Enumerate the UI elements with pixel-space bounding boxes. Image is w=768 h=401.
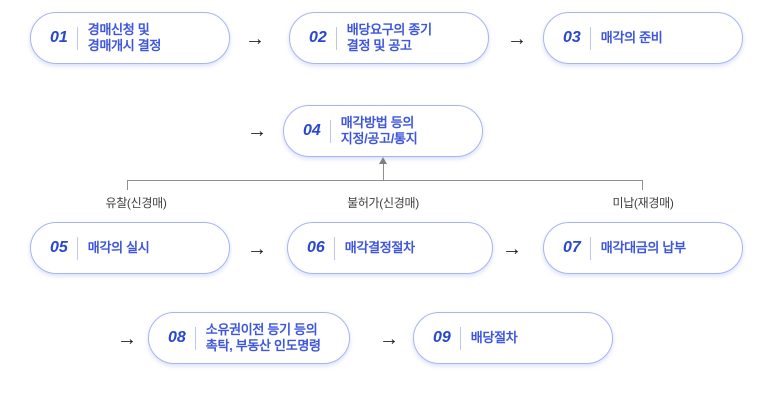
- step-label-line: 경매신청 및: [87, 22, 150, 37]
- step-number: 06: [307, 239, 325, 256]
- right-arrow-icon: →: [379, 328, 399, 350]
- step-box-08: 08 소유권이전 등기 등의 촉탁, 부동산 인도명령: [148, 312, 350, 364]
- step-label: 매각방법 등의 지정/공고/통지: [341, 115, 418, 147]
- separator-bar: [333, 236, 335, 260]
- step-label: 매각의 실시: [88, 240, 150, 256]
- step-number: 05: [50, 239, 68, 256]
- right-arrow-icon: →: [502, 238, 522, 260]
- step-label-line: 배당요구의 종기: [346, 22, 432, 37]
- separator-bar: [589, 26, 591, 50]
- branch-label-failed-bid: 유찰(신경매): [105, 196, 167, 210]
- right-arrow-icon: →: [247, 120, 267, 142]
- bracket-left-tick: [127, 180, 128, 190]
- separator-bar: [76, 26, 78, 50]
- bracket-right-tick: [642, 180, 643, 190]
- step-label-line: 소유권이전 등기 등의: [205, 322, 318, 337]
- separator-bar: [76, 236, 78, 260]
- step-label-line: 경매개시 결정: [87, 38, 162, 53]
- step-box-02: 02 배당요구의 종기 결정 및 공고: [289, 12, 489, 64]
- up-arrow-line: [383, 163, 384, 181]
- step-label-line: 매각대금의 납부: [600, 240, 686, 255]
- step-label-line: 지정/공고/통지: [340, 131, 418, 146]
- step-label-line: 매각결정절차: [344, 240, 415, 255]
- separator-bar: [194, 326, 196, 350]
- right-arrow-icon: →: [507, 28, 527, 50]
- step-box-09: 09 배당절차: [413, 312, 613, 364]
- bracket-horizontal-line: [127, 180, 643, 181]
- step-number: 01: [50, 29, 68, 46]
- step-number: 04: [303, 122, 321, 139]
- step-number: 03: [563, 29, 581, 46]
- step-label: 배당절차: [471, 330, 518, 346]
- separator-bar: [329, 119, 331, 143]
- step-label: 매각결정절차: [345, 240, 415, 256]
- separator-bar: [335, 26, 337, 50]
- step-label: 매각대금의 납부: [601, 240, 686, 256]
- right-arrow-icon: →: [247, 238, 267, 260]
- step-number: 07: [563, 239, 581, 256]
- step-label: 배당요구의 종기 결정 및 공고: [347, 22, 432, 54]
- step-label-line: 촉탁, 부동산 인도명령: [205, 338, 321, 353]
- step-box-07: 07 매각대금의 납부: [543, 222, 743, 274]
- step-label-line: 결정 및 공고: [346, 38, 412, 53]
- branch-label-nonpayment: 미납(재경매): [612, 196, 674, 210]
- step-box-01: 01 경매신청 및 경매개시 결정: [30, 12, 230, 64]
- right-arrow-icon: →: [117, 328, 137, 350]
- separator-bar: [459, 326, 461, 350]
- step-label-line: 매각방법 등의: [340, 115, 415, 130]
- step-box-06: 06 매각결정절차: [287, 222, 493, 274]
- branch-label-disapproval: 불허가(신경매): [347, 196, 419, 210]
- step-number: 02: [309, 29, 327, 46]
- right-arrow-icon: →: [245, 28, 265, 50]
- step-label-line: 매각의 실시: [87, 240, 150, 255]
- step-label-line: 배당절차: [470, 330, 518, 345]
- step-box-04: 04 매각방법 등의 지정/공고/통지: [283, 105, 483, 157]
- step-number: 09: [433, 329, 451, 346]
- separator-bar: [589, 236, 591, 260]
- step-box-05: 05 매각의 실시: [30, 222, 230, 274]
- step-label: 소유권이전 등기 등의 촉탁, 부동산 인도명령: [206, 322, 321, 354]
- step-number: 08: [168, 329, 186, 346]
- step-label-line: 매각의 준비: [600, 30, 663, 45]
- step-box-03: 03 매각의 준비: [543, 12, 743, 64]
- step-label: 매각의 준비: [601, 30, 663, 46]
- step-label: 경매신청 및 경매개시 결정: [87, 22, 162, 54]
- up-arrow-icon: [379, 157, 387, 164]
